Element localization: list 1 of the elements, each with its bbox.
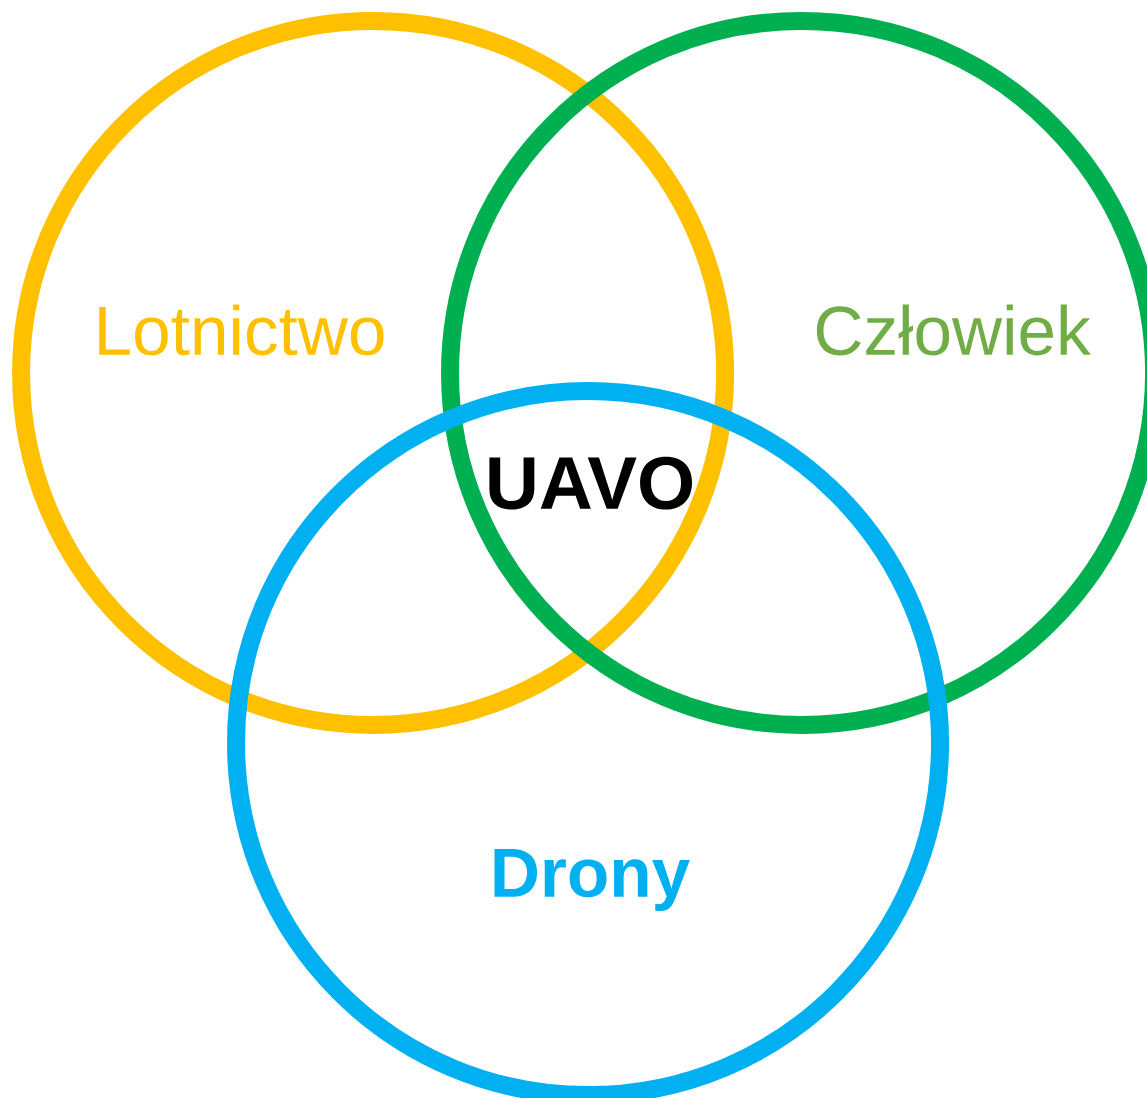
intersection-label: UAVO [489,456,692,510]
